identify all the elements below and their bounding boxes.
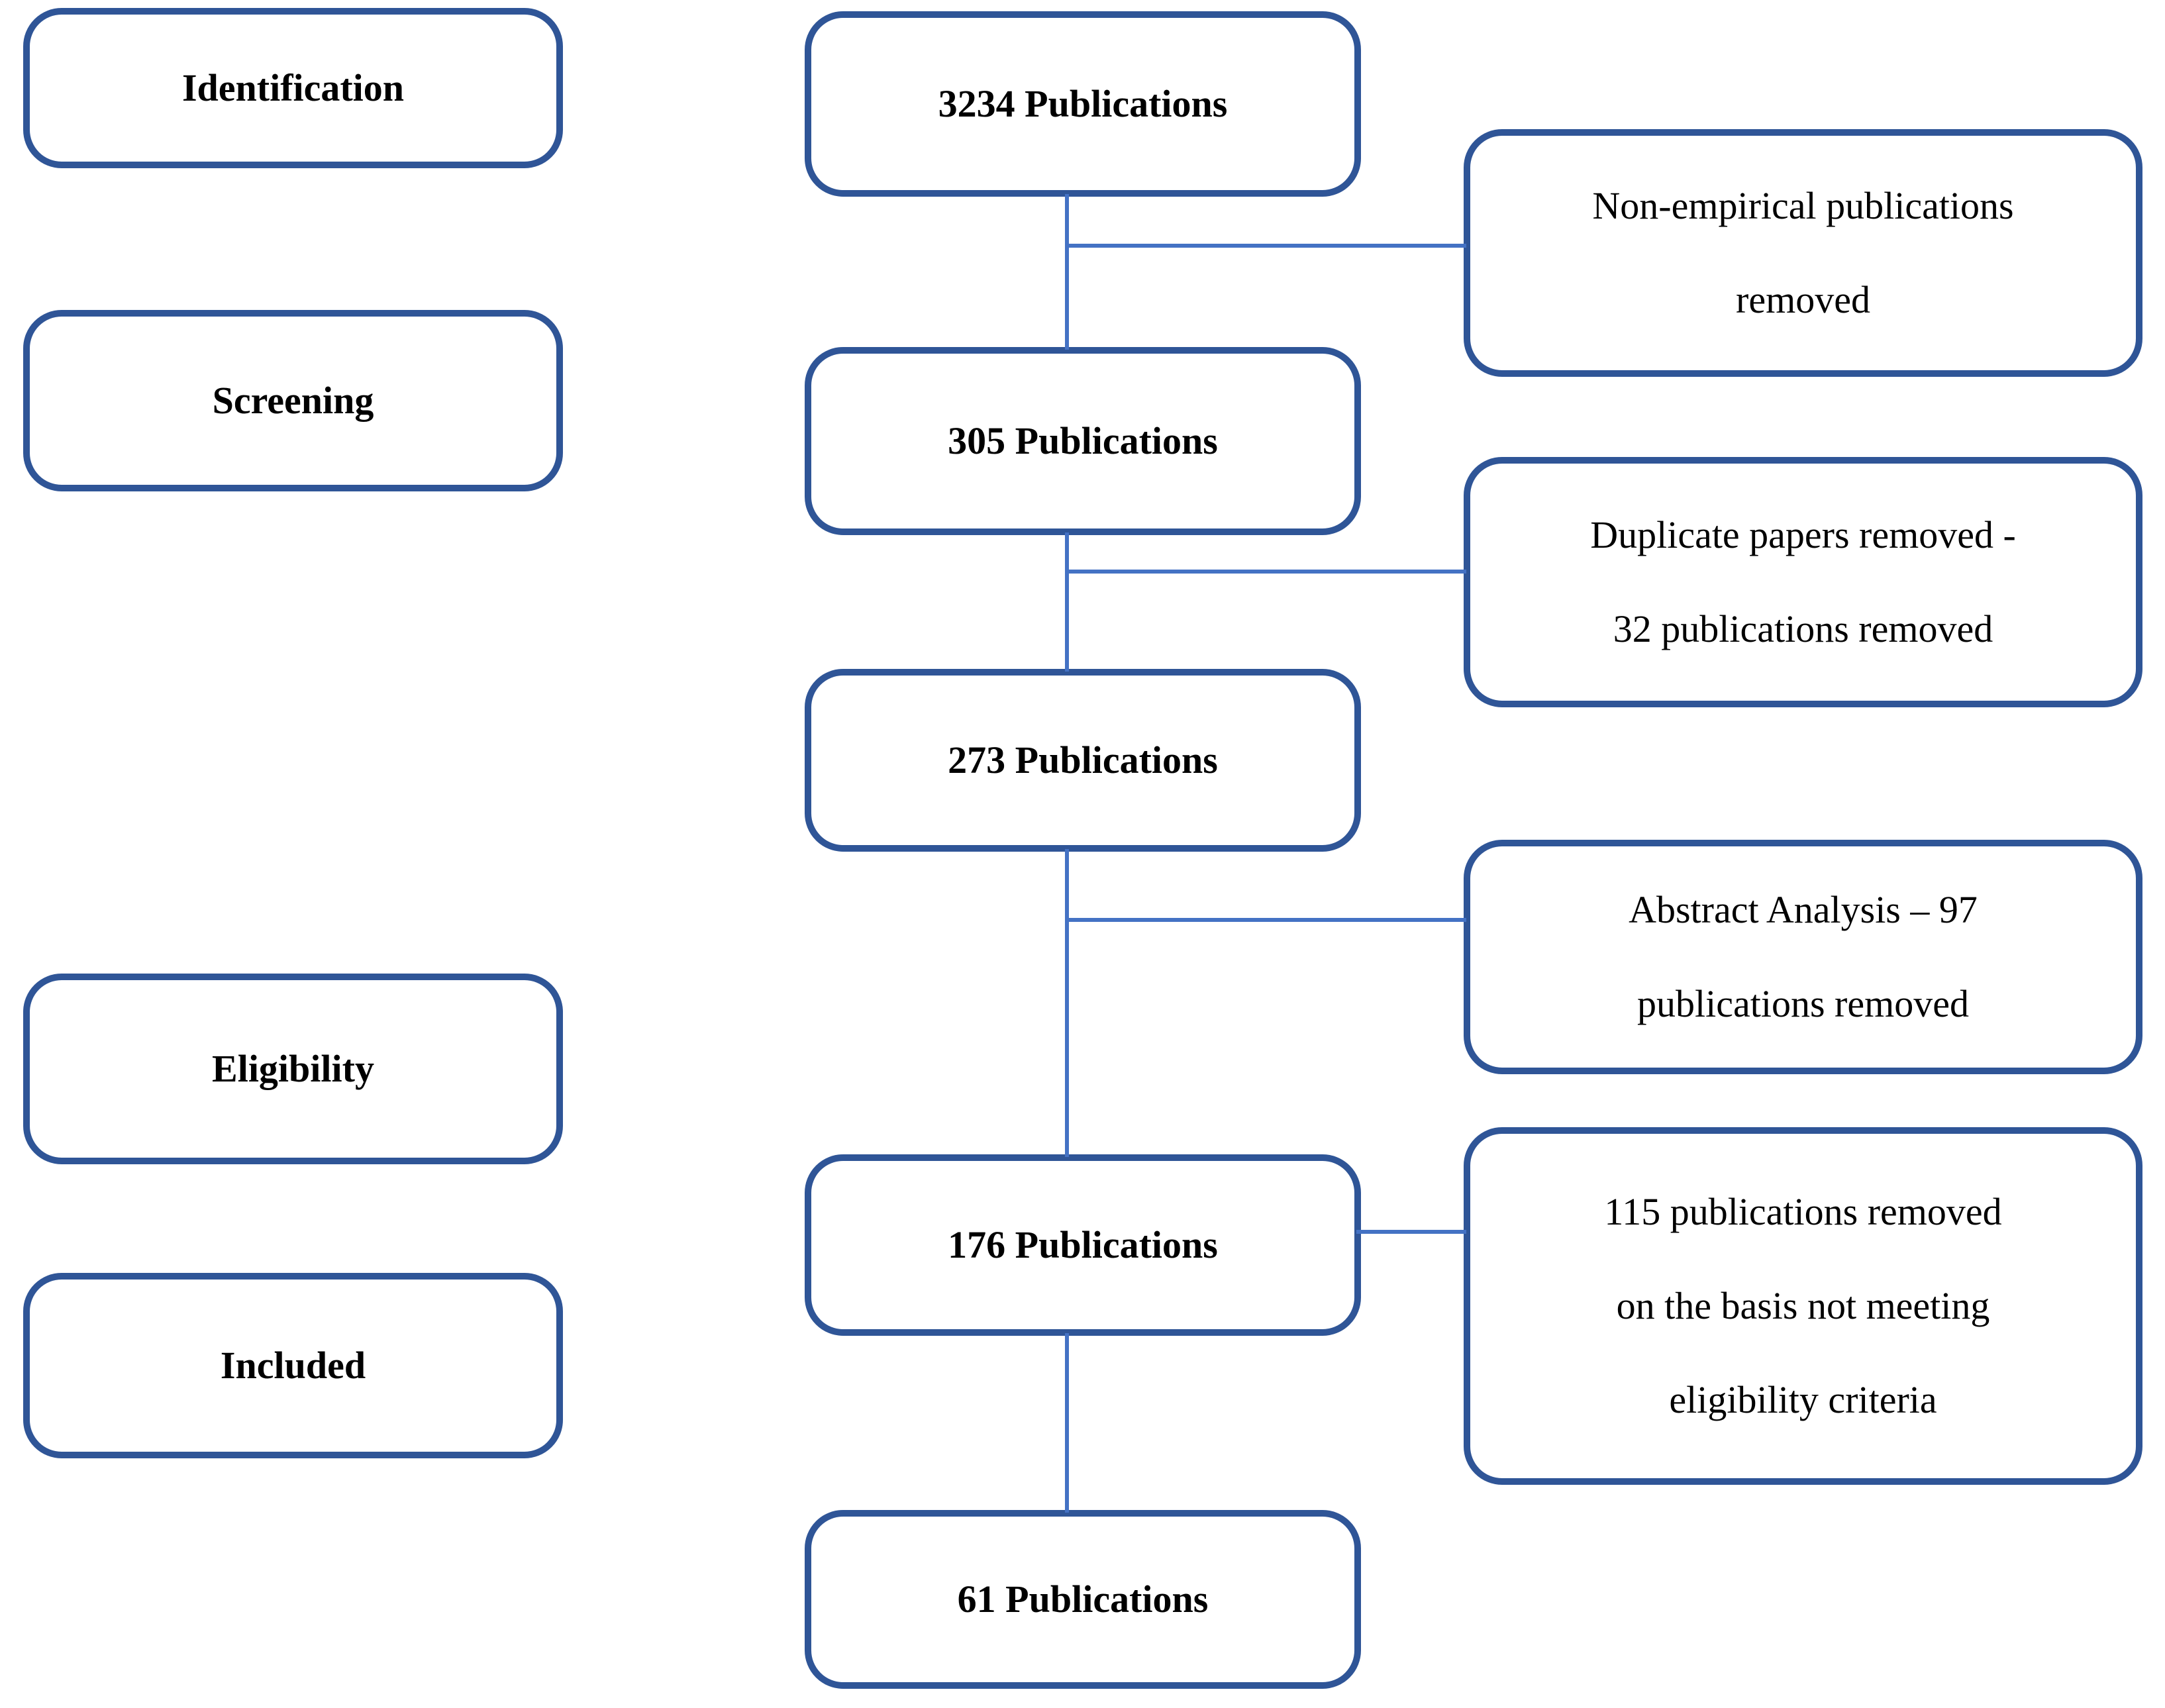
exclusion-text-line: publications removed	[1637, 982, 1969, 1025]
flow-box-305-publications: 305 Publications	[805, 347, 1361, 535]
flow-label-273: 273 Publications	[948, 738, 1218, 781]
stage-box-identification: Identification	[23, 8, 563, 168]
stage-label-eligibility: Eligibility	[212, 1046, 374, 1090]
flow-label-61: 61 Publications	[957, 1577, 1209, 1621]
stage-label-included: Included	[220, 1343, 366, 1387]
exclusion-box-non-empirical: Non-empirical publications removed	[1464, 129, 2142, 377]
exclusion-text-line: on the basis not meeting	[1616, 1284, 1990, 1327]
connector-branch-non-empirical	[1065, 244, 1466, 248]
exclusion-text-line: removed	[1736, 278, 1870, 321]
exclusion-box-eligibility-criteria: 115 publications removed on the basis no…	[1464, 1127, 2142, 1485]
exclusion-text-line: Abstract Analysis – 97	[1629, 888, 1978, 931]
connector-176-to-61	[1065, 1333, 1069, 1513]
exclusion-text-line: eligibility criteria	[1669, 1378, 1937, 1421]
flow-label-305: 305 Publications	[948, 419, 1218, 462]
connector-3234-to-305	[1065, 194, 1069, 350]
flow-box-3234-publications: 3234 Publications	[805, 11, 1361, 197]
connector-branch-abstract-analysis	[1065, 918, 1466, 922]
stage-label-identification: Identification	[181, 66, 405, 109]
stage-box-screening: Screening	[23, 310, 563, 491]
connector-branch-duplicates	[1065, 570, 1466, 574]
stage-box-eligibility: Eligibility	[23, 974, 563, 1164]
connector-273-to-176	[1065, 849, 1069, 1157]
connector-305-to-273	[1065, 532, 1069, 672]
flow-box-273-publications: 273 Publications	[805, 669, 1361, 852]
flow-box-61-publications: 61 Publications	[805, 1510, 1361, 1689]
stage-label-screening: Screening	[212, 378, 374, 422]
connector-branch-eligibility-criteria	[1356, 1230, 1466, 1234]
exclusion-text-line: 115 publications removed	[1604, 1190, 2002, 1233]
exclusion-box-abstract-analysis: Abstract Analysis – 97 publications remo…	[1464, 840, 2142, 1074]
flow-label-3234: 3234 Publications	[938, 81, 1228, 125]
exclusion-box-duplicates: Duplicate papers removed - 32 publicatio…	[1464, 457, 2142, 707]
stage-box-included: Included	[23, 1273, 563, 1458]
exclusion-text-line: Non-empirical publications	[1592, 184, 2014, 227]
flow-label-176: 176 Publications	[948, 1223, 1218, 1266]
exclusion-text-line: 32 publications removed	[1613, 607, 1993, 650]
flow-box-176-publications: 176 Publications	[805, 1154, 1361, 1336]
exclusion-text-line: Duplicate papers removed -	[1590, 513, 2016, 556]
